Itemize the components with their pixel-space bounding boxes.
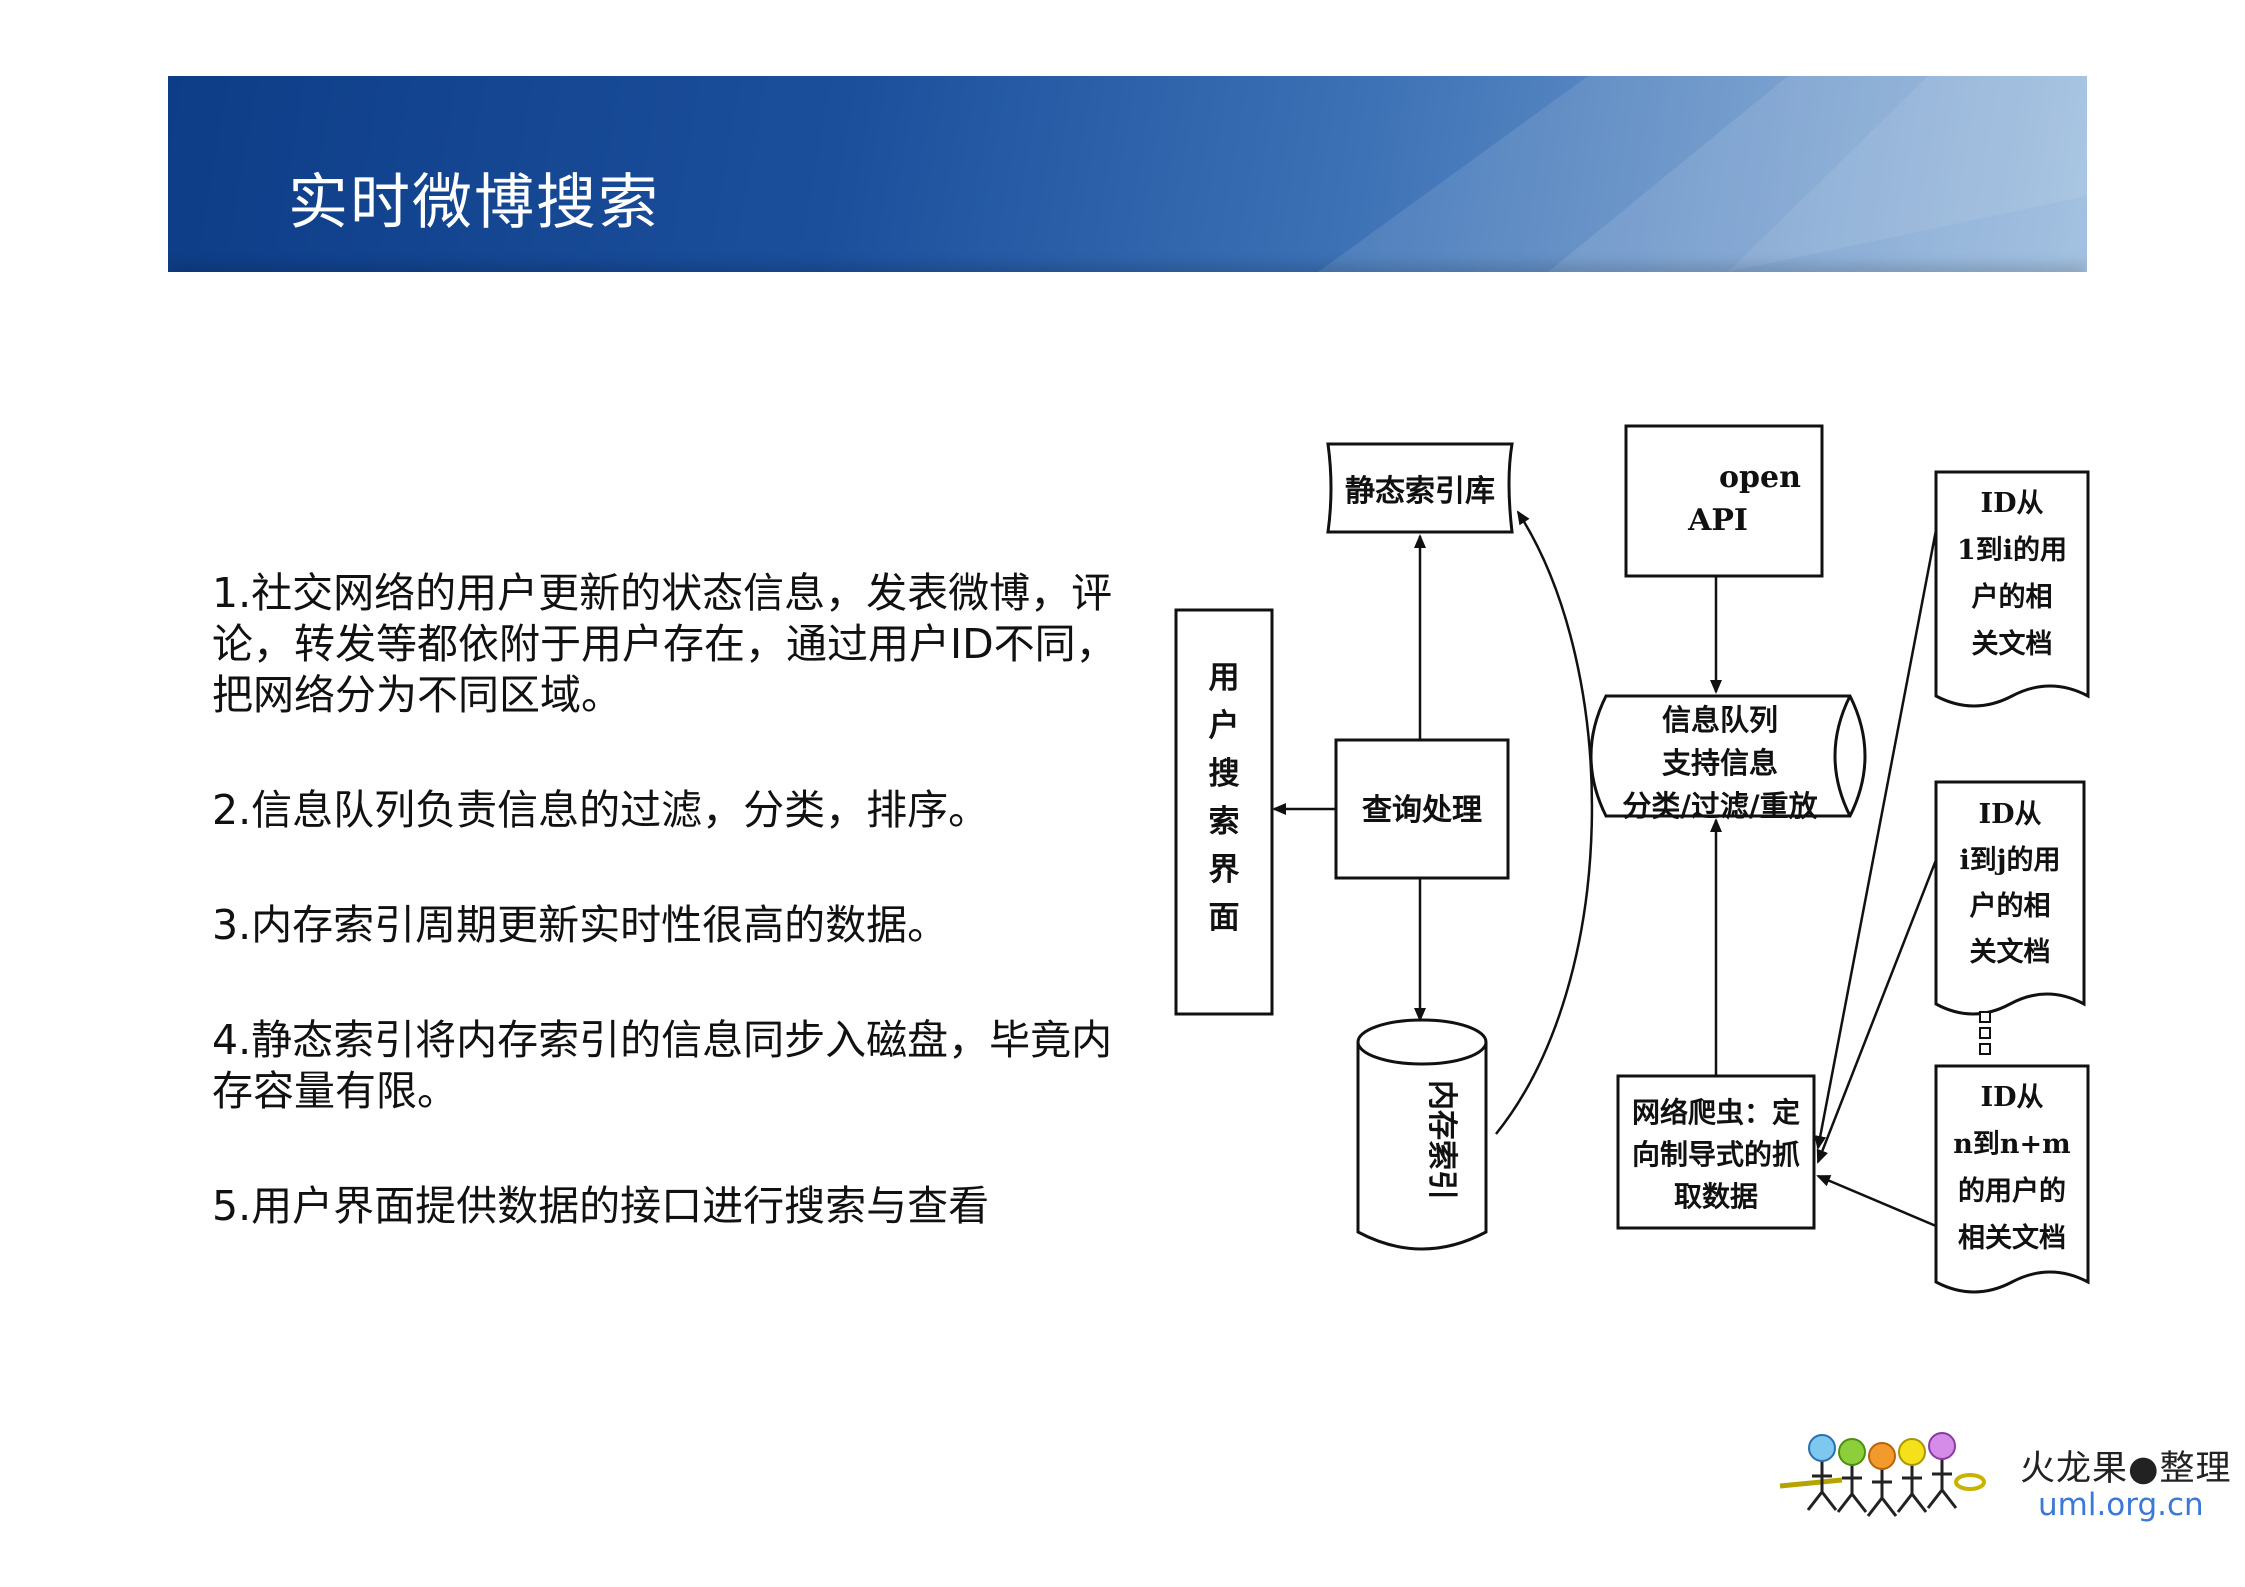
- arrow-doc3-to-crawler: [1816, 1174, 1937, 1228]
- memory-index-label: 内存索引: [1424, 1080, 1459, 1200]
- doc-label-line: 关文档: [1970, 936, 2051, 968]
- doc-label-line: n到n+m: [1953, 1129, 2070, 1160]
- doc-node: ID从 1到i的用 户的相 关文档: [1934, 470, 2090, 708]
- doc-label-line: 户的相: [1972, 581, 2053, 613]
- architecture-diagram: 静态索引库 open API 用 户 搜 索 界 面 查询处理 信息队列 支持信…: [1174, 424, 2090, 1294]
- arrow-doc2-to-crawler: [1816, 859, 1938, 1164]
- ellipsis-dots: [1979, 1011, 1991, 1055]
- arrow-memory-to-static: [1495, 510, 1594, 1135]
- user-ui-char: 用: [1209, 660, 1240, 696]
- queue-label-line: 支持信息: [1662, 746, 1778, 780]
- bullet-list: 1.社交网络的用户更新的状态信息，发表微博，评论，转发等都依附于用户存在，通过用…: [212, 568, 1142, 1296]
- slide-title: 实时微博搜索: [288, 168, 660, 238]
- diagram-arrows: [1272, 510, 1938, 1228]
- doc-label-line: ID从: [1978, 799, 2041, 830]
- queue-label-line: 信息队列: [1662, 703, 1778, 737]
- logo-figures-icon: [1779, 1432, 1986, 1517]
- logo-url: uml.org.cn: [2038, 1487, 2204, 1523]
- open-api-label-line: open: [1719, 460, 1801, 495]
- doc-label-line: 户的相: [1970, 890, 2051, 922]
- doc-label-line: i到j的用: [1959, 844, 2060, 876]
- user-ui-char: 户: [1209, 708, 1240, 744]
- doc-node: ID从 n到n+m 的用户的 相关文档: [1934, 1064, 2090, 1294]
- bullet-point: 5.用户界面提供数据的接口进行搜索与查看: [212, 1182, 990, 1230]
- doc-label-line: 的用户的: [1958, 1175, 2066, 1207]
- title-band-decoration: [1318, 76, 2087, 272]
- doc-label-line: ID从: [1980, 1082, 2043, 1113]
- static-index-node: 静态索引库: [1326, 442, 1514, 534]
- bullet-point: 3.内存索引周期更新实时性很高的数据。: [212, 901, 949, 949]
- message-queue-node: 信息队列 支持信息 分类/过滤/重放: [1589, 694, 1867, 823]
- bullet-point: 2.信息队列负责信息的过滤，分类，排序。: [212, 786, 990, 834]
- logo: 火龙果●整理 uml.org.cn: [1776, 1430, 2236, 1540]
- user-ui-char: 搜: [1209, 756, 1240, 792]
- doc-label-line: 相关文档: [1958, 1222, 2066, 1254]
- query-label: 查询处理: [1362, 793, 1482, 828]
- doc-node: ID从 i到j的用 户的相 关文档: [1934, 780, 2086, 1016]
- user-search-ui-node: 用 户 搜 索 界 面: [1174, 608, 1274, 1016]
- logo-name: 火龙果●整理: [2020, 1449, 2232, 1489]
- crawler-label-line: 向制导式的抓: [1632, 1138, 1800, 1171]
- crawler-label-line: 网络爬虫：定: [1632, 1096, 1800, 1129]
- crawler-label-line: 取数据: [1674, 1180, 1758, 1213]
- open-api-node: open API: [1624, 424, 1824, 578]
- memory-index-node: 内存索引: [1356, 1018, 1488, 1251]
- bullet-point: 1.社交网络的用户更新的状态信息，发表微博，评论，转发等都依附于用户存在，通过用…: [212, 569, 1117, 719]
- query-processing-node: 查询处理: [1334, 738, 1510, 880]
- crawler-node: 网络爬虫：定 向制导式的抓 取数据: [1616, 1074, 1816, 1230]
- user-ui-char: 索: [1209, 804, 1240, 840]
- doc-label-line: 关文档: [1972, 628, 2053, 660]
- doc-label-line: 1到i的用: [1957, 534, 2067, 566]
- user-ui-char: 面: [1209, 900, 1240, 936]
- queue-label-line: 分类/过滤/重放: [1622, 789, 1818, 823]
- static-index-label: 静态索引库: [1345, 474, 1495, 509]
- doc-label-line: ID从: [1980, 488, 2043, 519]
- bullet-point: 4.静态索引将内存索引的信息同步入磁盘，毕竟内存容量有限。: [212, 1016, 1113, 1115]
- user-ui-char: 界: [1209, 852, 1240, 888]
- title-band: 实时微博搜索: [168, 76, 2087, 272]
- open-api-label-line: API: [1687, 503, 1748, 538]
- arrow-doc1-to-crawler: [1814, 529, 1938, 1150]
